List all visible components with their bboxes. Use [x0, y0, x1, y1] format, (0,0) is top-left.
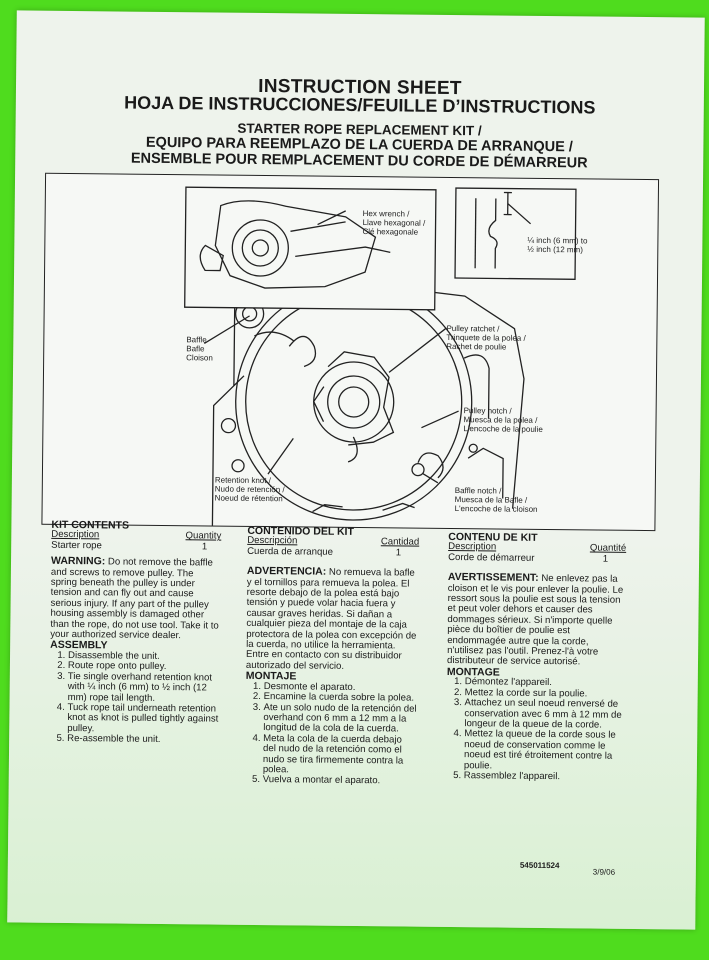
assembly-steps: Disassemble the unit. Route rope onto pu…	[49, 650, 220, 746]
kit-item: Starter rope	[51, 539, 102, 552]
revision-date: 3/9/06	[592, 867, 616, 877]
part-number: 545011524	[519, 860, 560, 871]
step: Vuelva a montar el aparato.	[263, 774, 417, 787]
starter-pulley-diagram: Hex wrench / Llave hexagonal / Clé hexag…	[41, 172, 660, 532]
warning-paragraph: WARNING: Do not remove the baffle and sc…	[50, 555, 221, 642]
kit-item: Cuerda de arranque	[247, 545, 334, 558]
callout-baffle: Baffle Bafle Cloison	[186, 335, 213, 363]
callout-baffle-notch: Baffle notch / Muesca de la Bafle / L'en…	[454, 486, 538, 514]
callout-retention-knot: Retention knot / Nudo de retención / Noe…	[214, 475, 285, 504]
kit-quantity: 1	[395, 547, 402, 559]
step: Meta la cola de la cuerda debajo del nud…	[263, 733, 417, 777]
step: Ate un solo nudo de la retención del ove…	[263, 702, 417, 736]
step: Tie single overhand retention knot with …	[68, 671, 220, 705]
warning-paragraph: ADVERTENCIA: No remueva la bafle y el to…	[245, 565, 419, 673]
assembly-steps: Démontez l'appareil. Mettez la corde sur…	[446, 676, 625, 783]
callout-knot-length: ¼ inch (6 mm) to ½ inch (12 mm)	[527, 235, 588, 255]
warning-text: Ne enlevez pas la cloison et le vis pour…	[446, 573, 624, 668]
warning-paragraph: AVERTISSEMENT: Ne enlevez pas la cloison…	[446, 571, 626, 669]
step: Tuck rope tail underneath retention knot…	[67, 702, 219, 736]
diagram-drawing	[184, 186, 577, 526]
step: Attachez un seul noeud renversé de conse…	[464, 697, 624, 731]
kit-quantity: 1	[201, 541, 208, 553]
callout-pulley-notch: Pulley notch / Muesca de la polea / L'en…	[463, 406, 543, 434]
callout-hex-wrench: Hex wrench / Llave hexagonal / Clé hexag…	[362, 209, 426, 237]
assembly-steps: Desmonte el aparato. Encamine la cuerda …	[245, 681, 418, 788]
instruction-sheet: INSTRUCTION SHEET HOJA DE INSTRUCCIONES/…	[7, 10, 705, 930]
kit-item: Corde de démarreur	[448, 551, 535, 564]
step: Mettez la queue de la corde sous le noeu…	[464, 728, 624, 772]
step: Re-assemble the unit.	[67, 733, 219, 746]
warning-text: No remueva la bafle y el tornillos para …	[245, 566, 417, 672]
step: Rassemblez l'appareil.	[464, 770, 624, 783]
callout-pulley-ratchet: Pulley ratchet / Trinquete de la polea /…	[446, 323, 526, 352]
kit-quantity: 1	[602, 553, 609, 565]
warning-text: Do not remove the baffle and screws to r…	[50, 556, 219, 642]
